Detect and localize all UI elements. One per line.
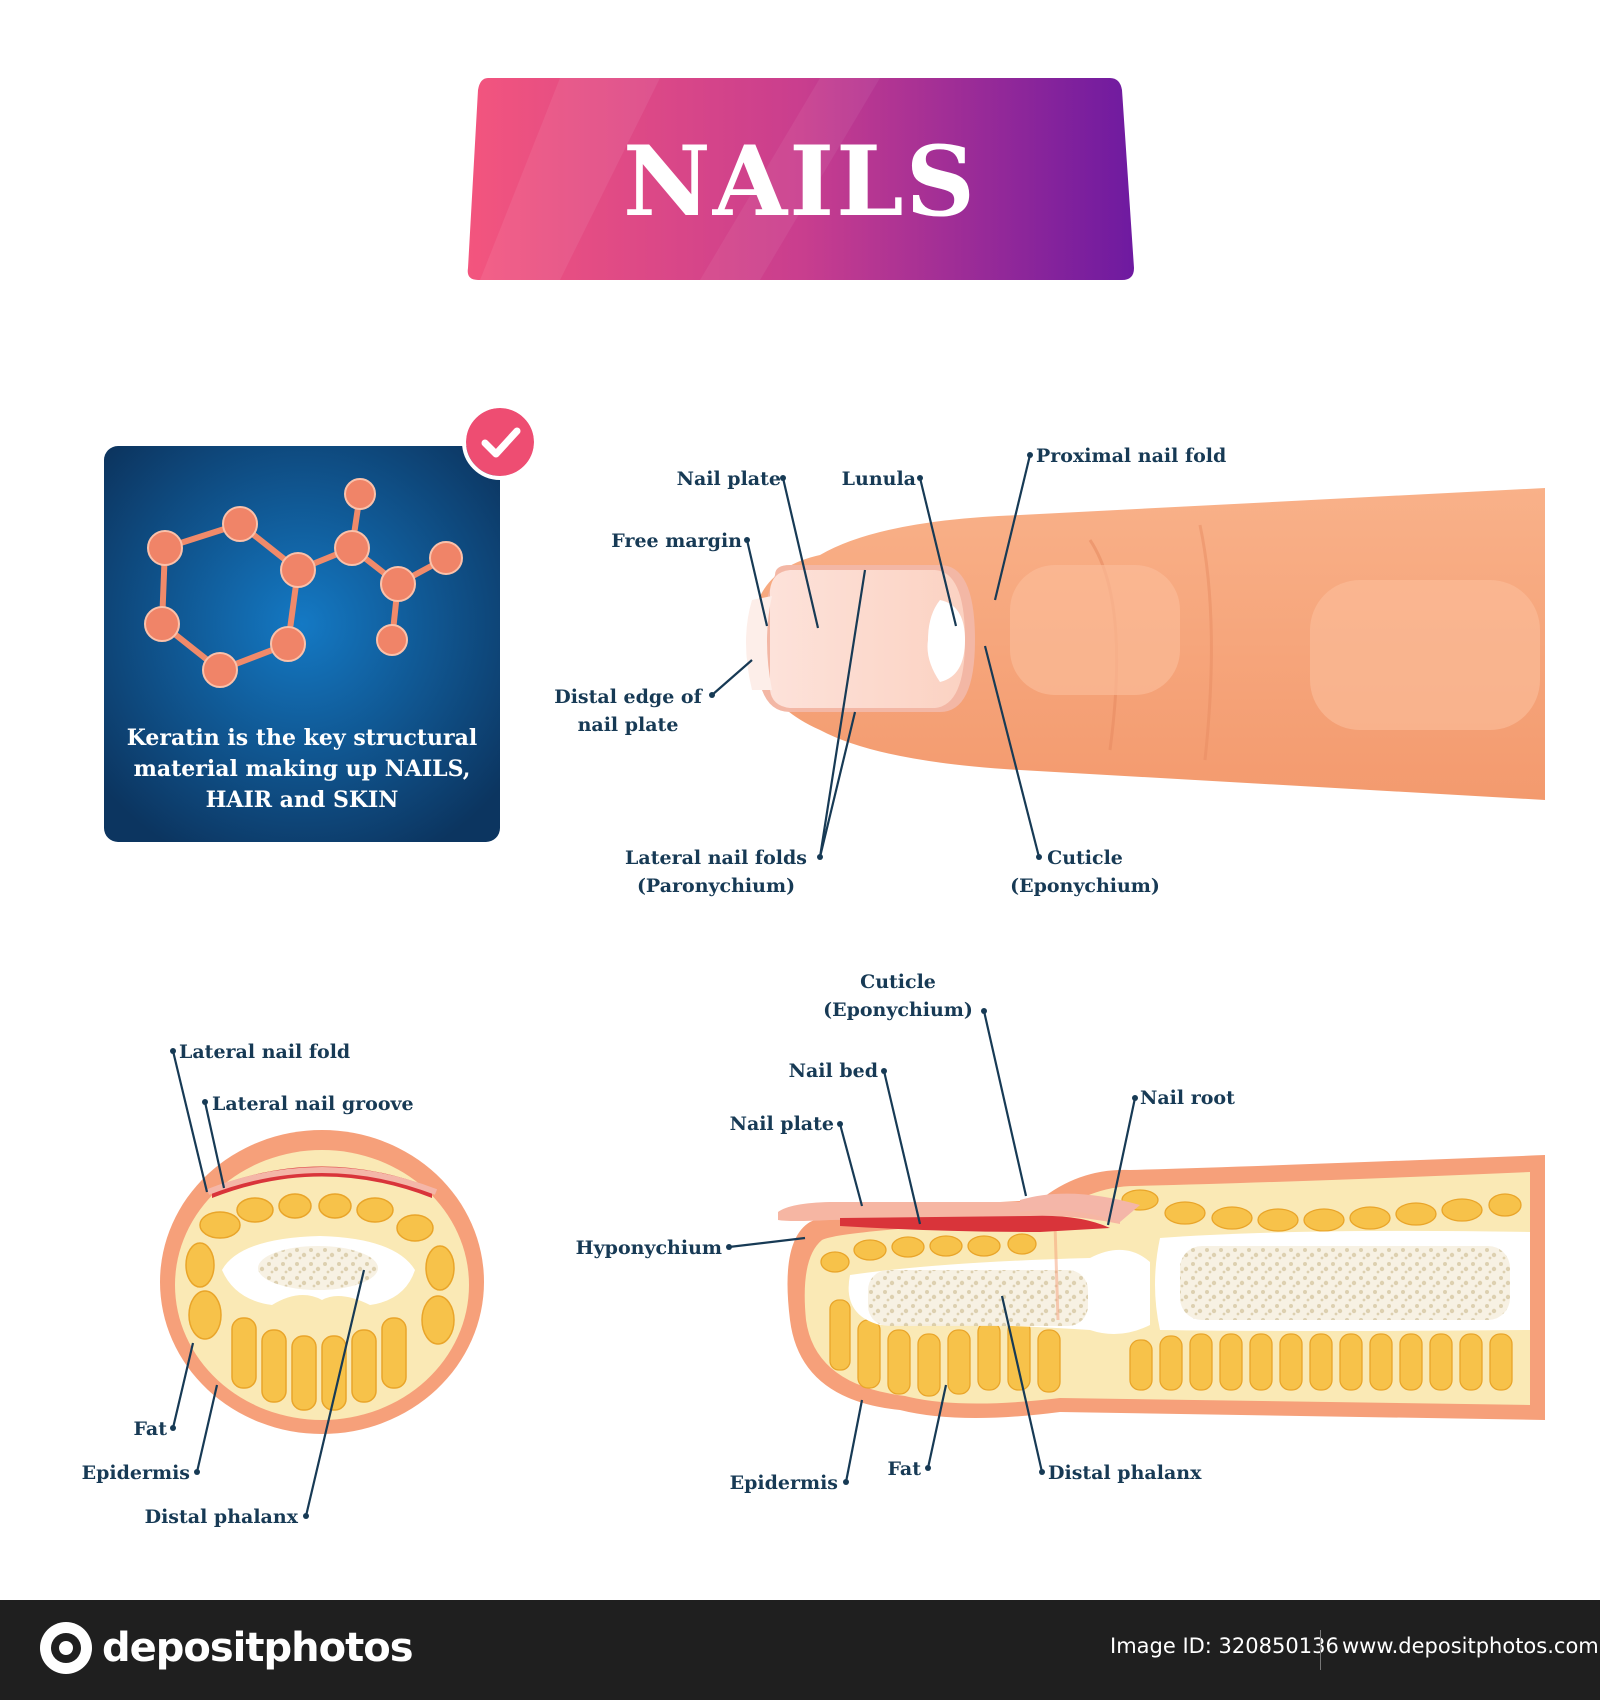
label-lateral-nail-groove: Lateral nail groove <box>212 1093 414 1115</box>
nail-longitudinal-section <box>778 1155 1545 1420</box>
keratin-info-box: Keratin is the key structural material m… <box>104 446 500 842</box>
keratin-line-3: HAIR and SKIN <box>206 787 399 813</box>
label-cuticle-1: Cuticle <box>1047 847 1123 869</box>
label-long-nail-plate: Nail plate <box>730 1113 834 1135</box>
nail-cross-section <box>160 1130 484 1434</box>
image-id: Image ID: 320850136 <box>1110 1634 1339 1658</box>
nail-plate-shape <box>746 565 975 712</box>
label-lateral-nail-folds-1: Lateral nail folds <box>625 847 807 869</box>
label-distal-edge-1: Distal edge of <box>554 686 703 708</box>
footer-bar: depositphotos Image ID: 320850136 www.de… <box>0 1600 1600 1700</box>
label-cuticle-2: (Eponychium) <box>1010 875 1160 897</box>
label-free-margin: Free margin <box>611 530 742 552</box>
label-cross-epidermis: Epidermis <box>82 1462 190 1484</box>
label-cross-fat: Fat <box>133 1418 167 1440</box>
depositphotos-logo[interactable]: depositphotos <box>40 1622 413 1674</box>
label-long-epidermis: Epidermis <box>730 1472 838 1494</box>
label-distal-edge-2: nail plate <box>578 714 679 736</box>
label-long-cuticle-2: (Eponychium) <box>823 999 973 1021</box>
label-lateral-nail-folds-2: (Paronychium) <box>637 875 795 897</box>
camera-aperture-icon <box>40 1622 92 1674</box>
footer-divider <box>1320 1630 1321 1670</box>
label-cross-distal-phalanx: Distal phalanx <box>145 1506 299 1528</box>
site-url[interactable]: www.depositphotos.com <box>1342 1634 1599 1658</box>
title-banner: NAILS <box>468 78 1134 280</box>
label-proximal-nail-fold: Proximal nail fold <box>1036 445 1226 467</box>
label-nail-bed: Nail bed <box>789 1060 878 1082</box>
label-lateral-nail-fold: Lateral nail fold <box>179 1041 350 1063</box>
keratin-line-1: Keratin is the key structural <box>127 725 477 751</box>
finger-external-view <box>746 488 1545 800</box>
checkmark-icon <box>464 406 536 478</box>
label-long-fat: Fat <box>887 1458 921 1480</box>
label-hyponychium: Hyponychium <box>576 1237 722 1259</box>
brand-name: depositphotos <box>102 1625 413 1671</box>
keratin-line-2: material making up NAILS, <box>134 756 471 782</box>
label-lunula: Lunula <box>842 468 916 490</box>
label-long-distal-phalanx: Distal phalanx <box>1048 1462 1202 1484</box>
label-nail-root: Nail root <box>1140 1087 1235 1109</box>
label-long-cuticle-1: Cuticle <box>860 971 936 993</box>
page-title: NAILS <box>623 125 977 238</box>
label-nail-plate: Nail plate <box>677 468 781 490</box>
